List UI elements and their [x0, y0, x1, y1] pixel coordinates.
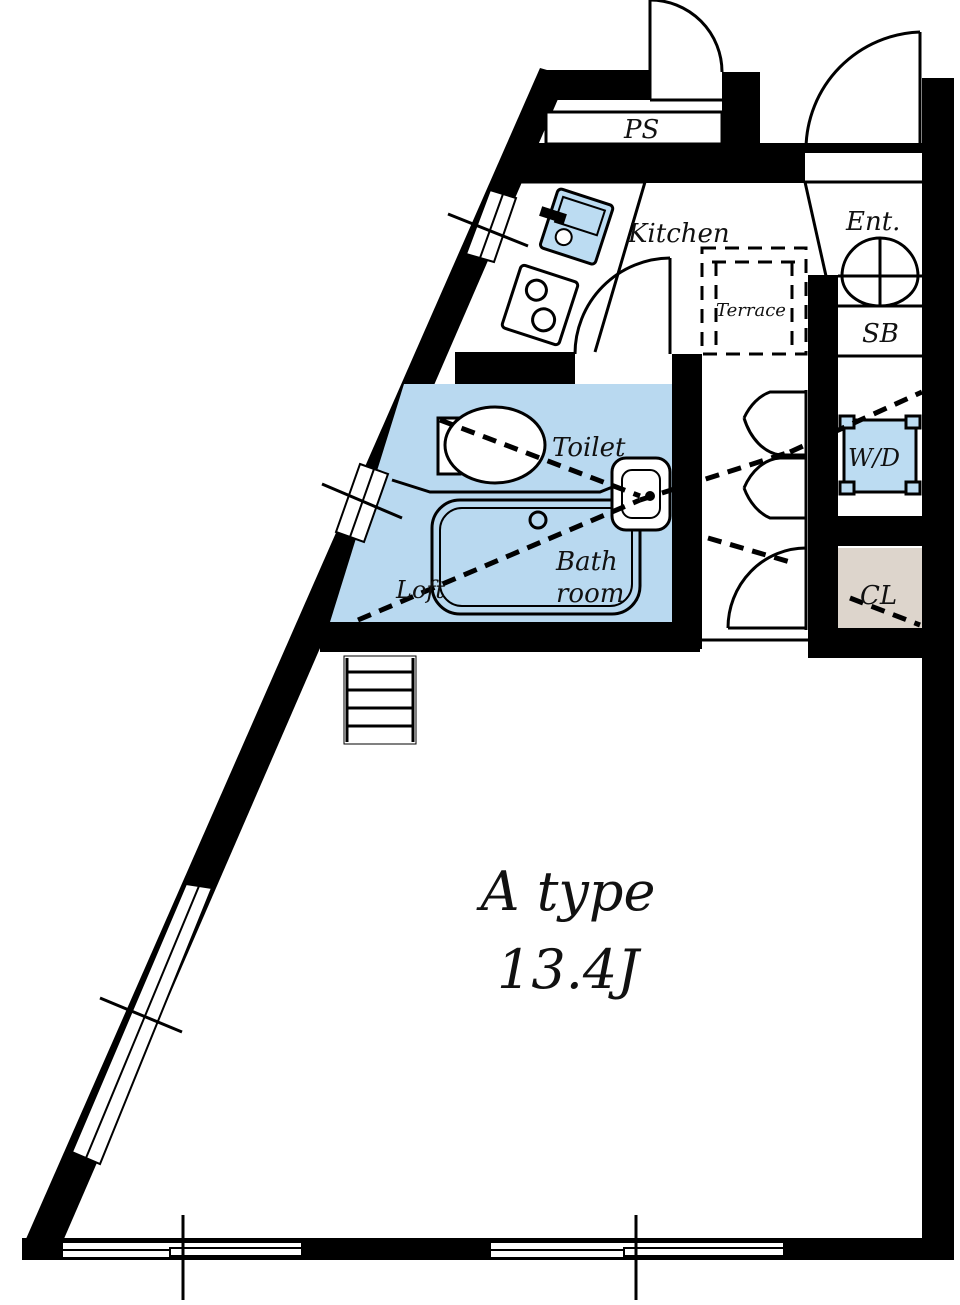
ps-bottom-wall — [520, 143, 805, 183]
shoe-box-doors — [838, 236, 922, 358]
toilet-label: Toilet — [552, 433, 626, 463]
entrance-label: Ent. — [845, 207, 900, 237]
terrace-label: Terrace — [716, 300, 786, 321]
loft-label: Loft — [395, 576, 445, 604]
toilet-fixture — [436, 405, 547, 485]
entrance-top-wall — [800, 143, 922, 153]
wet-area-fill — [330, 384, 672, 622]
bath-bottom-wall — [320, 622, 700, 652]
kitchen-counter — [495, 180, 648, 353]
shoe-box-label: SB — [862, 319, 899, 349]
room-label: room — [556, 579, 624, 609]
closet-label: CL — [860, 581, 897, 611]
bath-right-wall — [672, 354, 702, 649]
hallway-doors — [700, 390, 808, 642]
entrance-door — [803, 30, 922, 277]
bathtub — [430, 498, 642, 616]
terrace-outline — [700, 246, 808, 356]
loft-outline — [357, 389, 924, 628]
windows — [61, 188, 785, 1300]
ps-top-wall — [540, 70, 650, 100]
unit-size-label: 13.4J — [497, 938, 642, 1001]
loft-ladder — [343, 655, 417, 745]
bath-label: Bath — [555, 547, 618, 577]
closet-fill — [838, 548, 922, 628]
kitchen-bottom-wall — [455, 352, 575, 384]
toilet-partition — [391, 478, 621, 494]
right-wall — [922, 78, 954, 1258]
storage-left-wall — [808, 382, 838, 657]
washer-dryer-label: W/D — [848, 444, 900, 472]
entrance-side-wall — [808, 275, 838, 385]
ps-door — [544, 0, 724, 146]
ps-label: PS — [623, 115, 659, 145]
unit-type-label: A type — [476, 860, 656, 923]
kitchen-door — [573, 256, 672, 355]
storage-bottom-wall — [808, 628, 922, 658]
kitchen-label: Kitchen — [627, 219, 730, 249]
washer-dryer — [838, 414, 922, 496]
wd-bottom-wall — [838, 516, 922, 546]
bath-sink — [610, 456, 672, 532]
